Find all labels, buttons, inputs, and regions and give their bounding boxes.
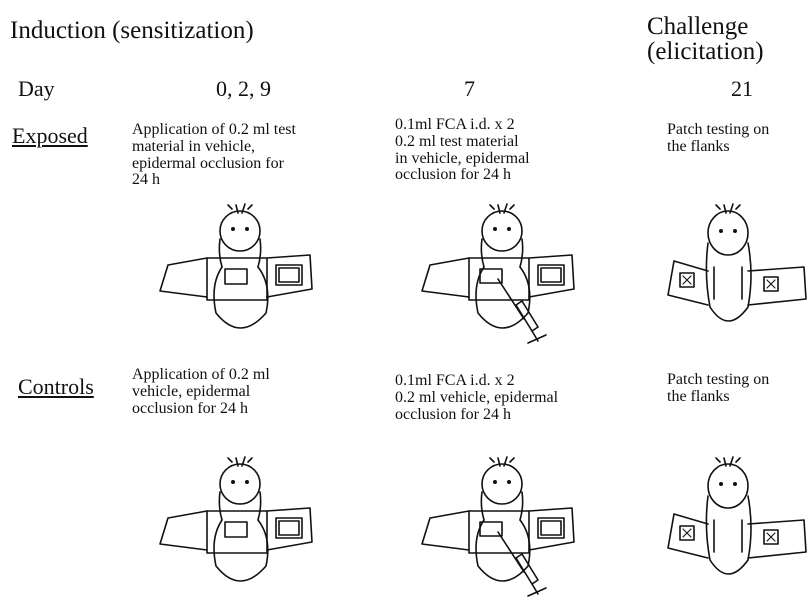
row-label-controls: Controls xyxy=(18,374,94,399)
day-label: Day xyxy=(18,76,55,101)
controls-day-21-text: Patch testing on the flanks xyxy=(667,371,770,405)
day-col1: 0, 2, 9 xyxy=(216,76,271,101)
patch-flap-right xyxy=(266,254,313,298)
guinea-pig-flank-test-figure-controls xyxy=(667,456,807,575)
induction-heading: Induction (sensitization) xyxy=(10,17,254,44)
syringe-barrel xyxy=(515,300,539,332)
day-col2: 7 xyxy=(464,76,475,101)
row-label-exposed: Exposed xyxy=(12,123,88,148)
controls-day-7-text: 0.1ml FCA i.d. x 2 0.2 ml vehicle, epide… xyxy=(395,372,559,423)
controls-day-0-2-9-text: Application of 0.2 ml vehicle, epidermal… xyxy=(132,366,270,417)
patch-flap-left xyxy=(159,257,208,298)
syringe-plunger xyxy=(527,330,547,344)
day-col3: 21 xyxy=(731,76,753,101)
exposed-day-21-text: Patch testing on the flanks xyxy=(667,121,770,155)
guinea-pig-injection-figure-exposed xyxy=(421,203,575,344)
whiskers xyxy=(227,203,253,214)
exposed-day-7-text: 0.1ml FCA i.d. x 2 0.2 ml test material … xyxy=(395,116,530,184)
flank-patch-left xyxy=(667,260,709,306)
challenge-heading: Challenge (elicitation) xyxy=(647,13,764,65)
guinea-pig-flank-test-figure-exposed xyxy=(667,203,807,322)
flank-patch-right xyxy=(747,266,807,306)
guinea-pig-injection-figure-controls xyxy=(421,456,575,597)
guinea-pig-patch-figure-exposed xyxy=(159,203,313,329)
guinea-pig-patch-figure-controls xyxy=(159,456,313,582)
exposed-day-0-2-9-text: Application of 0.2 ml test material in v… xyxy=(132,121,296,189)
